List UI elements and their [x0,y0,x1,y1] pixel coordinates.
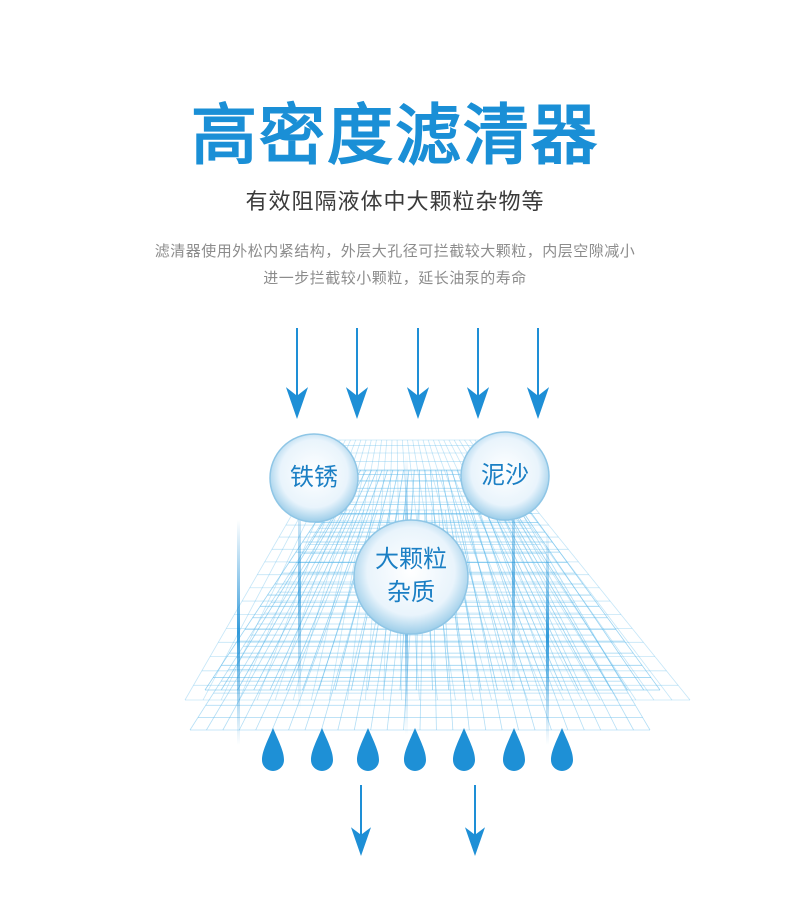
page-subtitle: 有效阻隔液体中大颗粒杂物等 [245,190,545,215]
mesh-line [310,439,372,701]
mesh-line [465,509,519,731]
mesh-line [438,439,547,701]
description-line-1: 滤清器使用外松内紧结构，外层大孔径可拦截较大颗粒，内层空隙减小 [154,242,636,260]
mesh-line [288,509,372,731]
mesh-line [506,509,618,731]
mesh-line [238,509,351,731]
down-arrow-icon [406,328,430,420]
mesh-line [222,509,344,731]
down-arrow-icon [350,785,372,857]
outgoing-arrows [350,785,486,857]
mesh-line [427,439,511,701]
mesh-line [485,509,569,731]
mesh-line [433,439,529,701]
down-arrow-icon [466,328,490,420]
filter-mesh [184,439,691,731]
bubble-mud [460,431,550,521]
water-drop-icon [311,728,333,771]
mesh-line [512,509,634,731]
water-drop-icon [357,728,379,771]
bubble-rust [269,433,359,523]
mesh-line [519,509,651,731]
mesh-line [206,509,338,731]
bubble-rust-label: 铁锈 [290,463,338,491]
mesh-line [328,439,377,701]
mesh-line [499,509,602,731]
mesh-line [478,509,552,731]
page-title: 高密度滤清器 [191,97,599,174]
bubble-large-particles [353,519,469,635]
down-arrow-icon [285,328,309,420]
water-drops [262,728,573,771]
down-arrow-icon [526,328,550,420]
down-arrow-icon [464,785,486,857]
water-drop-icon [503,728,525,771]
bubble-mud-label: 泥沙 [481,461,529,489]
water-drop-icon [551,728,573,771]
mesh-line [492,509,585,731]
mesh-line [458,509,503,731]
bubble-large-label-1: 大颗粒 [375,545,447,573]
mesh-line [271,509,365,731]
mesh-line [255,509,358,731]
mesh-line [472,509,536,731]
water-drop-icon [262,728,284,771]
water-drop-icon [404,728,426,771]
incoming-arrows [285,328,550,420]
down-arrow-icon [345,328,369,420]
bubble-large-label-2: 杂质 [387,578,435,606]
description-line-2: 进一步拦截较小颗粒，延长油泵的寿命 [263,269,527,287]
mesh-line [189,509,331,731]
water-drop-icon [453,728,475,771]
